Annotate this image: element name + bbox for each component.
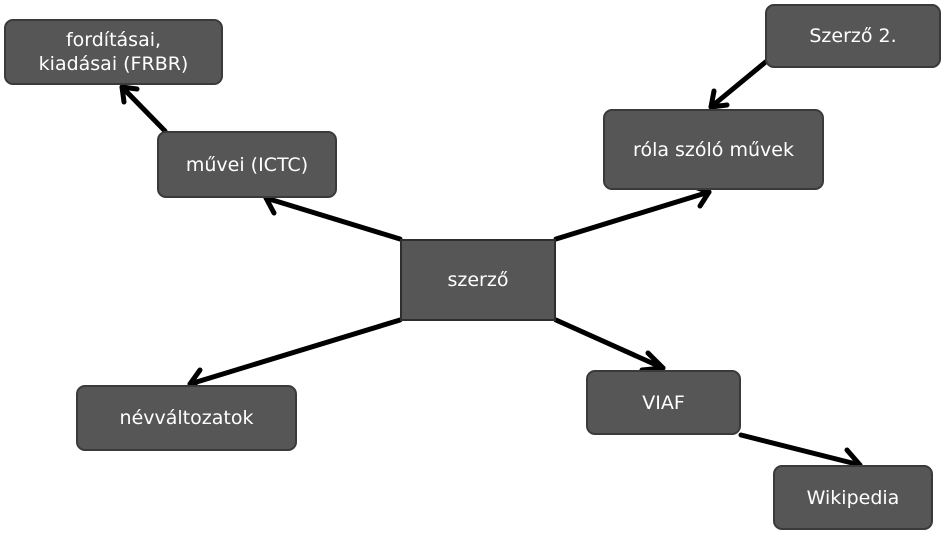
node-translations: fordításai, kiadásai (FRBR) [4, 19, 223, 85]
node-wikipedia: Wikipedia [773, 465, 933, 530]
node-author-2: Szerző 2. [765, 4, 941, 68]
node-works: művei (ICTC) [157, 131, 337, 198]
arrow-author2-to-about [708, 57, 771, 110]
node-author: szerző [400, 239, 556, 321]
arrow-center-to-viaf [553, 317, 666, 373]
node-about-works: róla szóló művek [603, 109, 824, 190]
arrow-center-to-names [187, 317, 403, 394]
arrow-works-to-translations [119, 84, 168, 134]
node-viaf: VIAF [586, 370, 741, 435]
arrow-center-to-about [553, 183, 712, 242]
node-name-variants: névváltozatok [76, 385, 297, 451]
